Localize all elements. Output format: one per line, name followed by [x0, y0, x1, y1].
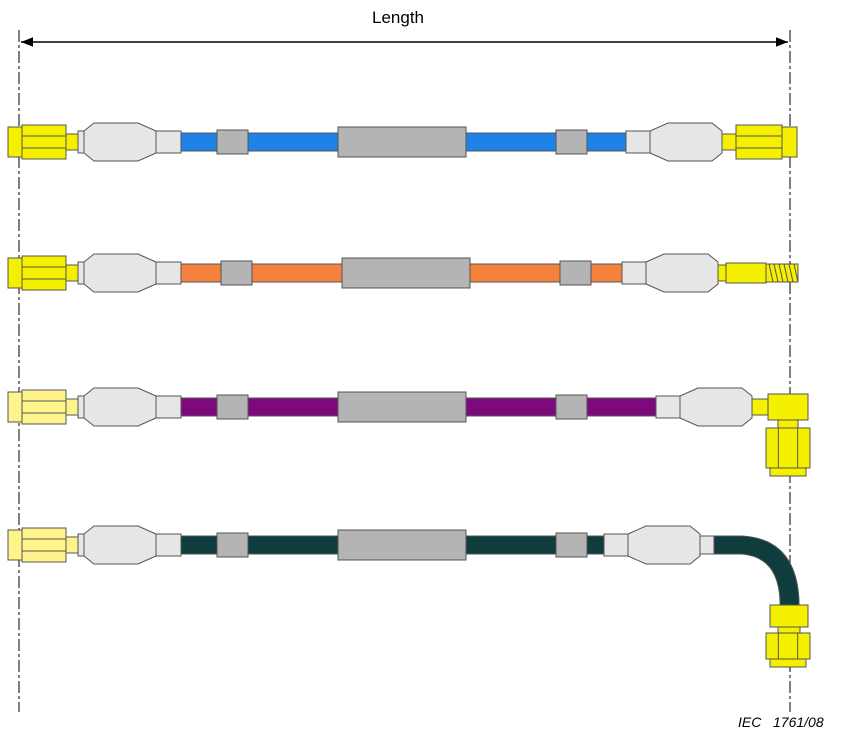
marker-sleeve-right — [555, 129, 588, 155]
coupling-nut-body — [21, 389, 67, 425]
label-sleeve — [337, 391, 467, 423]
ferrule — [649, 122, 723, 162]
label-sleeve — [337, 529, 467, 561]
coupling-nut — [765, 427, 811, 469]
marker-sleeve-right — [559, 260, 592, 286]
coupling-nut-body — [21, 255, 67, 291]
cable-assembly-straight-to-bent-cable — [7, 525, 811, 668]
ferrule — [83, 253, 157, 293]
boot — [155, 395, 182, 419]
marker-sleeve-left — [216, 532, 249, 558]
coupling-nut — [7, 391, 23, 423]
thread-line — [783, 263, 789, 283]
boot — [155, 130, 182, 154]
marker-sleeve-left — [216, 394, 249, 420]
thread-line — [793, 263, 799, 283]
boot — [155, 533, 182, 557]
coupling-nut-body — [21, 527, 67, 563]
connector-collar — [721, 133, 737, 151]
coupling-nut — [7, 257, 23, 289]
connector-collar — [65, 133, 79, 151]
coupling-nut-body — [735, 124, 783, 160]
marker-sleeve-right — [555, 394, 588, 420]
angle-neck — [777, 419, 799, 429]
boot — [655, 395, 681, 419]
thread-line — [768, 263, 774, 283]
marker-sleeve-left — [216, 129, 249, 155]
coupling-nut — [765, 632, 811, 660]
connector-collar — [65, 398, 79, 416]
ferrule-ring — [77, 395, 85, 419]
ferrule — [645, 253, 719, 293]
ferrule-ring — [77, 130, 85, 154]
length-label: Length — [372, 8, 424, 27]
coupling-nut — [7, 529, 23, 561]
marker-sleeve-right — [555, 532, 588, 558]
connector-collar — [751, 398, 769, 416]
cable-assemblies — [7, 122, 811, 668]
ferrule — [83, 122, 157, 162]
coupling-nut-rim — [769, 658, 807, 668]
boot — [155, 261, 182, 285]
male-body — [725, 262, 767, 284]
coupling-nut — [7, 126, 23, 158]
ferrule — [627, 525, 701, 565]
bent-cable-jacket — [713, 535, 800, 606]
coupling-nut-rim — [769, 467, 807, 477]
cable-assembly-straight-to-straight-male — [7, 253, 799, 293]
thread-line — [778, 263, 784, 283]
boot — [699, 535, 715, 555]
cable-assembly-straight-to-right-angle — [7, 387, 811, 477]
thread-line — [788, 263, 794, 283]
connector-collar — [65, 536, 79, 554]
boot — [603, 533, 629, 557]
ferrule — [679, 387, 753, 427]
ferrule — [83, 387, 157, 427]
thread-line — [773, 263, 779, 283]
coupling-nut — [781, 126, 798, 158]
connector-collar — [65, 264, 79, 282]
ferrule-ring — [77, 261, 85, 285]
label-sleeve — [337, 126, 467, 158]
coupling-nut-body — [21, 124, 67, 160]
connector-collar — [777, 626, 801, 634]
marker-sleeve-left — [220, 260, 253, 286]
cable-assembly-straight-to-straight — [7, 122, 798, 162]
right-angle-body — [767, 393, 809, 421]
connector-collar — [717, 264, 727, 282]
connector-body — [769, 604, 809, 628]
ferrule-ring — [77, 533, 85, 557]
ferrule — [83, 525, 157, 565]
boot — [621, 261, 647, 285]
label-sleeve — [341, 257, 471, 289]
figure-reference: IEC 1761/08 — [738, 714, 824, 730]
boot — [625, 130, 651, 154]
